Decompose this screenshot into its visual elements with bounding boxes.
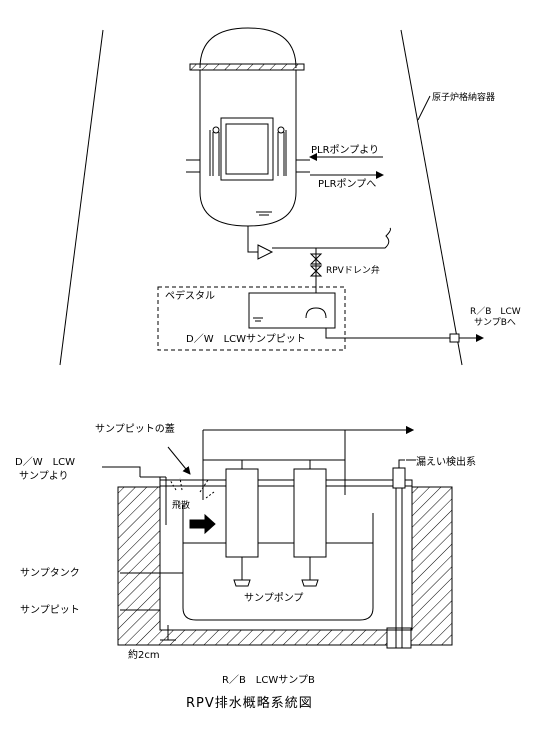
sump-pit-lid bbox=[159, 479, 413, 487]
pump-discharge-piping bbox=[202, 430, 413, 500]
splash-arrow bbox=[189, 513, 216, 535]
pedestal-label: ペデスタル bbox=[165, 289, 215, 302]
sump-pit-label: サンプピット bbox=[20, 604, 80, 616]
plr-from-label: PLRポンプより bbox=[311, 144, 379, 156]
approx-2cm-label: 約2cm bbox=[128, 648, 160, 661]
pedestal-boundary bbox=[157, 286, 346, 351]
line-to-rb-sump bbox=[325, 328, 484, 342]
upper-diagram bbox=[59, 27, 484, 366]
sump-pump-left bbox=[225, 468, 259, 587]
containment-label: 原子炉格納容器 bbox=[432, 91, 495, 103]
sump-tank bbox=[182, 505, 374, 621]
sump-pump-right bbox=[293, 468, 327, 587]
rb-sump-label-2: サンプBへ bbox=[474, 317, 516, 328]
splash-label: 飛散 bbox=[172, 499, 190, 511]
drain-valve-label: RPVドレン弁 bbox=[326, 264, 380, 276]
rb-sump-label-1: R／B LCW bbox=[470, 306, 521, 317]
sump-tank-label: サンプタンク bbox=[20, 567, 80, 579]
leak-detection-label: 漏えい検出系 bbox=[416, 455, 476, 468]
sump-pit-lid-label: サンプピットの蓋 bbox=[95, 423, 175, 435]
dw-inlet-pipe bbox=[140, 476, 167, 525]
containment-wall-right bbox=[400, 29, 463, 366]
dw-sump-pit-label: D／W LCWサンプピット bbox=[186, 333, 306, 345]
sump-pump-label: サンプポンプ bbox=[244, 592, 303, 604]
dw-sump-pit bbox=[248, 292, 336, 329]
leak-detection-unit bbox=[392, 467, 406, 489]
containment-wall-left bbox=[59, 29, 104, 366]
lid-pointer bbox=[167, 446, 191, 475]
plr-to-label: PLRポンプへ bbox=[318, 178, 376, 190]
drain-valve-symbol bbox=[309, 253, 323, 265]
dw-from-label-1: D／W LCW bbox=[15, 456, 75, 468]
lower-diagram bbox=[102, 430, 453, 649]
rpv-vessel bbox=[186, 27, 310, 227]
return-line bbox=[272, 227, 391, 249]
rpv-drain-line bbox=[247, 226, 258, 253]
diagram-title: RPV排水概略系統図 bbox=[186, 695, 313, 711]
drain-pump-symbol bbox=[257, 244, 274, 260]
dw-from-label-2: サンプより bbox=[19, 470, 69, 482]
rb-sump-b-label: R／B LCWサンプB bbox=[222, 674, 315, 686]
